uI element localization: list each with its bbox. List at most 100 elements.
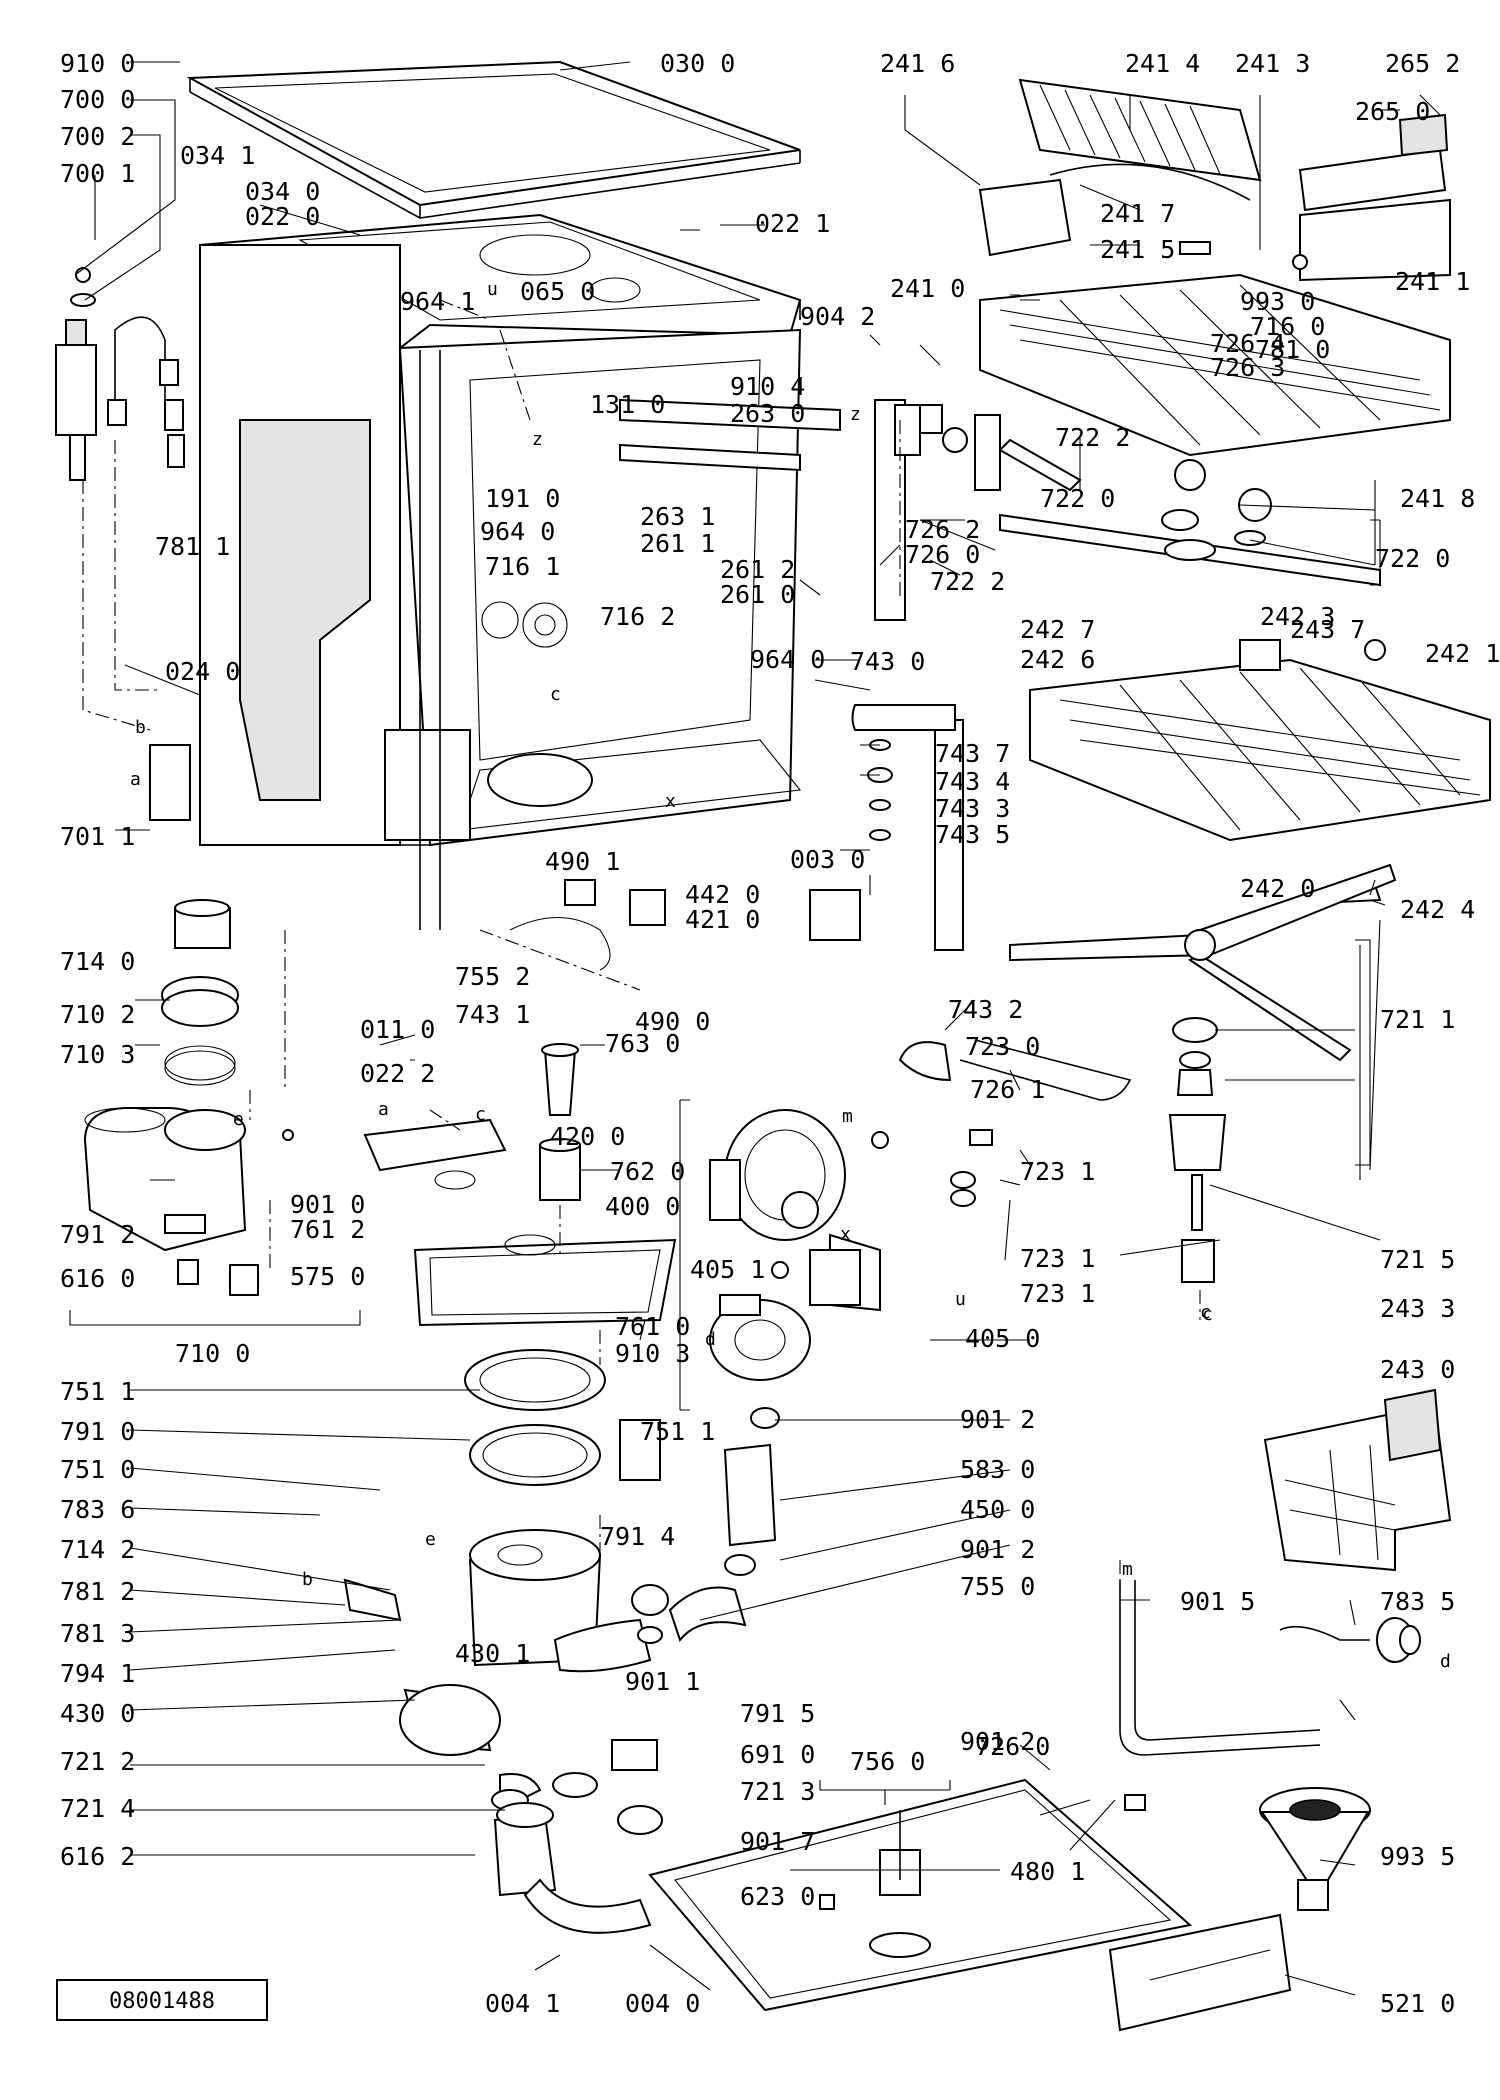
part-number-label: 490 0 bbox=[635, 1007, 710, 1036]
part-number-label: 700 2 bbox=[60, 122, 135, 151]
part-number-label: 024 0 bbox=[165, 657, 240, 686]
part-number-label: 004 0 bbox=[625, 1989, 700, 2018]
top-cover-icon bbox=[186, 60, 801, 219]
lower-spray-arm-icon bbox=[1009, 863, 1397, 1283]
sump-icon bbox=[464, 1349, 661, 1673]
part-number-label: 964 1 bbox=[400, 287, 475, 316]
part-number-label: 901 0 bbox=[290, 1190, 365, 1219]
part-number-label: 794 1 bbox=[60, 1659, 135, 1688]
part-number-label: 901 1 bbox=[625, 1667, 700, 1696]
part-number-label: 034 0 bbox=[245, 177, 320, 206]
part-number-label: 241 4 bbox=[1125, 49, 1200, 78]
part-number-label: 616 0 bbox=[60, 1264, 135, 1293]
reference-letter: b bbox=[302, 1569, 313, 1590]
part-number-label: 791 0 bbox=[60, 1417, 135, 1446]
part-number-label: 755 0 bbox=[960, 1572, 1035, 1601]
part-number-label: 131 0 bbox=[590, 390, 665, 419]
part-number-label: 901 2 bbox=[960, 1535, 1035, 1564]
part-number-label: 261 1 bbox=[640, 529, 715, 558]
funnel-icon bbox=[1259, 1787, 1371, 1911]
part-number-label: 243 0 bbox=[1380, 1355, 1455, 1384]
part-number-label: 490 1 bbox=[545, 847, 620, 876]
part-number-label: 781 2 bbox=[60, 1577, 135, 1606]
reference-letter: a bbox=[378, 1099, 389, 1120]
part-number-label: 726 2 bbox=[905, 515, 980, 544]
part-number-label: 722 0 bbox=[1375, 544, 1450, 573]
part-number-label: 726 0 bbox=[905, 540, 980, 569]
part-number-label: 722 2 bbox=[1055, 423, 1130, 452]
part-number-label: 691 0 bbox=[740, 1740, 815, 1769]
part-number-label: 904 2 bbox=[800, 302, 875, 331]
reference-letter: m bbox=[842, 1106, 853, 1127]
part-number-label: 743 4 bbox=[935, 767, 1010, 796]
part-number-label: 791 5 bbox=[740, 1699, 815, 1728]
part-number-label: 022 0 bbox=[245, 202, 320, 231]
part-number-label: 901 2 bbox=[960, 1405, 1035, 1434]
part-number-label: 783 6 bbox=[60, 1495, 135, 1524]
reference-letter: c bbox=[1202, 1304, 1213, 1325]
part-number-label: 241 6 bbox=[880, 49, 955, 78]
part-number-label: 261 0 bbox=[720, 580, 795, 609]
part-number-label: 263 1 bbox=[640, 502, 715, 531]
part-number-label: 721 5 bbox=[1380, 1245, 1455, 1274]
part-number-label: 721 3 bbox=[740, 1777, 815, 1806]
part-number-label: 710 2 bbox=[60, 1000, 135, 1029]
part-number-label: 781 1 bbox=[155, 532, 230, 561]
part-number-label: 243 7 bbox=[1290, 615, 1365, 644]
motor-pump-icon bbox=[631, 1109, 881, 1644]
part-number-label: 751 1 bbox=[60, 1377, 135, 1406]
part-number-label: 910 3 bbox=[615, 1339, 690, 1368]
part-number-label: 726 1 bbox=[970, 1075, 1045, 1104]
cutlery-basket-icon bbox=[1263, 1388, 1452, 1572]
part-number-label: 420 0 bbox=[550, 1122, 625, 1151]
reference-letter: c bbox=[475, 1104, 486, 1125]
spray-arm-icon bbox=[919, 404, 1381, 587]
document-number-box: 08001488 bbox=[56, 1979, 268, 2021]
control-panel-icon bbox=[1108, 1913, 1292, 2032]
reference-lines bbox=[69, 299, 1381, 1790]
reference-letter: m bbox=[1122, 1559, 1133, 1580]
part-number-label: 450 0 bbox=[960, 1495, 1035, 1524]
part-number-label: 743 3 bbox=[935, 794, 1010, 823]
part-number-label: 405 1 bbox=[690, 1255, 765, 1284]
document-number: 08001488 bbox=[109, 1989, 215, 2014]
part-number-label: 743 2 bbox=[948, 995, 1023, 1024]
part-number-label: 723 0 bbox=[965, 1032, 1040, 1061]
part-number-label: 993 5 bbox=[1380, 1842, 1455, 1871]
part-number-label: 710 0 bbox=[175, 1339, 250, 1368]
part-number-label: 521 0 bbox=[1380, 1989, 1455, 2018]
salt-container-icon bbox=[83, 899, 294, 1296]
part-number-label: 714 2 bbox=[60, 1535, 135, 1564]
part-number-label: 901 7 bbox=[740, 1827, 815, 1856]
part-number-label: 575 0 bbox=[290, 1262, 365, 1291]
part-number-label: 743 1 bbox=[455, 1000, 530, 1029]
lower-basket-icon bbox=[1029, 639, 1491, 904]
part-number-label: 421 0 bbox=[685, 905, 760, 934]
part-number-label: 722 2 bbox=[930, 567, 1005, 596]
part-number-label: 241 5 bbox=[1100, 235, 1175, 264]
part-number-label: 726 4 bbox=[1210, 329, 1285, 358]
part-number-label: 751 0 bbox=[60, 1455, 135, 1484]
part-number-label: 763 0 bbox=[605, 1029, 680, 1058]
part-number-label: 261 2 bbox=[720, 555, 795, 584]
part-number-label: 242 0 bbox=[1240, 874, 1315, 903]
part-number-label: 743 0 bbox=[850, 647, 925, 676]
part-number-label: 910 0 bbox=[60, 49, 135, 78]
reference-letter: c bbox=[550, 684, 561, 705]
part-number-label: 743 5 bbox=[935, 820, 1010, 849]
part-number-label: 743 7 bbox=[935, 739, 1010, 768]
part-number-label: 910 4 bbox=[730, 372, 805, 401]
part-number-label: 003 0 bbox=[790, 845, 865, 874]
part-number-label: 901 2 bbox=[960, 1727, 1035, 1756]
part-number-label: 430 1 bbox=[455, 1639, 530, 1668]
part-number-label: 783 5 bbox=[1380, 1587, 1455, 1616]
part-number-label: 723 1 bbox=[1020, 1279, 1095, 1308]
part-number-label: 761 2 bbox=[290, 1215, 365, 1244]
reference-letter: e bbox=[425, 1529, 436, 1550]
part-number-label: 701 1 bbox=[60, 822, 135, 851]
part-number-label: 241 3 bbox=[1235, 49, 1310, 78]
part-number-label: 761 0 bbox=[615, 1312, 690, 1341]
part-number-label: 034 1 bbox=[180, 141, 255, 170]
